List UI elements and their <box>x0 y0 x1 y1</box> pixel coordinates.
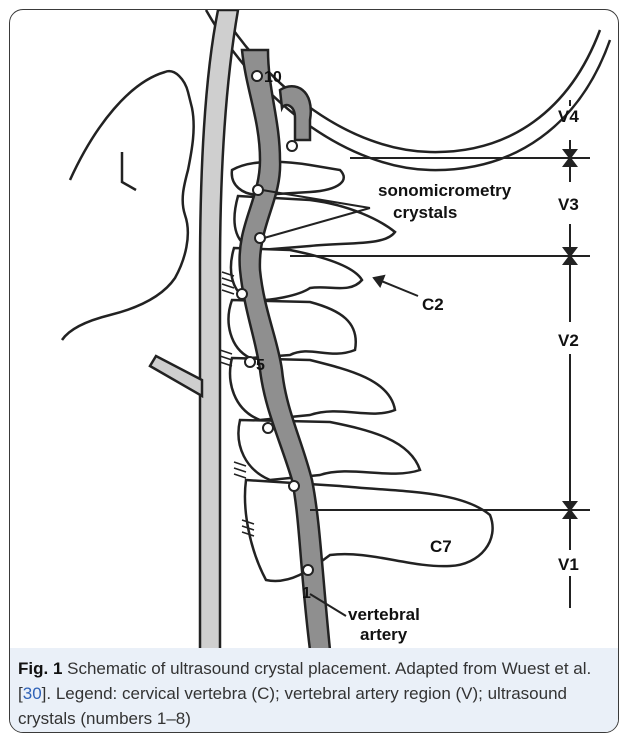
vertebral-artery-loop <box>280 86 311 140</box>
region-label-v2: V2 <box>558 331 579 350</box>
crystal-number-1: 1 <box>302 585 311 602</box>
sensor-label-line2: crystals <box>393 203 457 222</box>
cervical-spine-diagram: V4 V3 V2 V1 sonomicrometry crystals C2 C… <box>10 10 619 650</box>
vertebra-label-c2: C2 <box>422 295 444 314</box>
artery-label-line1: vertebral <box>348 605 420 624</box>
figure-caption: Fig. 1 Schematic of ultrasound crystal p… <box>18 656 614 731</box>
neck-vessel-branch <box>150 356 202 396</box>
region-label-v4: V4 <box>558 107 579 126</box>
crystal-marker <box>255 233 265 243</box>
caption-area: Fig. 1 Schematic of ultrasound crystal p… <box>10 648 619 733</box>
jaw-line <box>122 152 136 190</box>
crystal-marker <box>237 289 247 299</box>
figure-number: Fig. 1 <box>18 659 62 678</box>
crystal-marker <box>303 565 313 575</box>
sensor-label-line1: sonomicrometry <box>378 181 512 200</box>
vertebra-label-c7: C7 <box>430 537 452 556</box>
crystal-number-10: 10 <box>264 69 282 86</box>
artery-label-line2: artery <box>360 625 408 644</box>
figure-frame: V4 V3 V2 V1 sonomicrometry crystals C2 C… <box>9 9 619 733</box>
crystal-number-5: 5 <box>256 357 265 374</box>
vertebra-c1 <box>232 162 344 195</box>
crystal-marker <box>252 71 262 81</box>
vertebra-c7 <box>245 480 493 581</box>
crystal-marker <box>287 141 297 151</box>
crystal-marker <box>289 481 299 491</box>
vertebra-c5 <box>230 358 395 420</box>
region-label-v1: V1 <box>558 555 579 574</box>
dimension-line <box>564 100 576 608</box>
caption-text-end: ]. Legend: cervical vertebra (C); verteb… <box>18 684 567 728</box>
region-label-v3: V3 <box>558 195 579 214</box>
crystal-marker <box>263 423 273 433</box>
citation-link[interactable]: 30 <box>23 684 42 703</box>
crystal-marker <box>253 185 263 195</box>
head-outline <box>62 71 194 340</box>
crystal-marker <box>245 357 255 367</box>
